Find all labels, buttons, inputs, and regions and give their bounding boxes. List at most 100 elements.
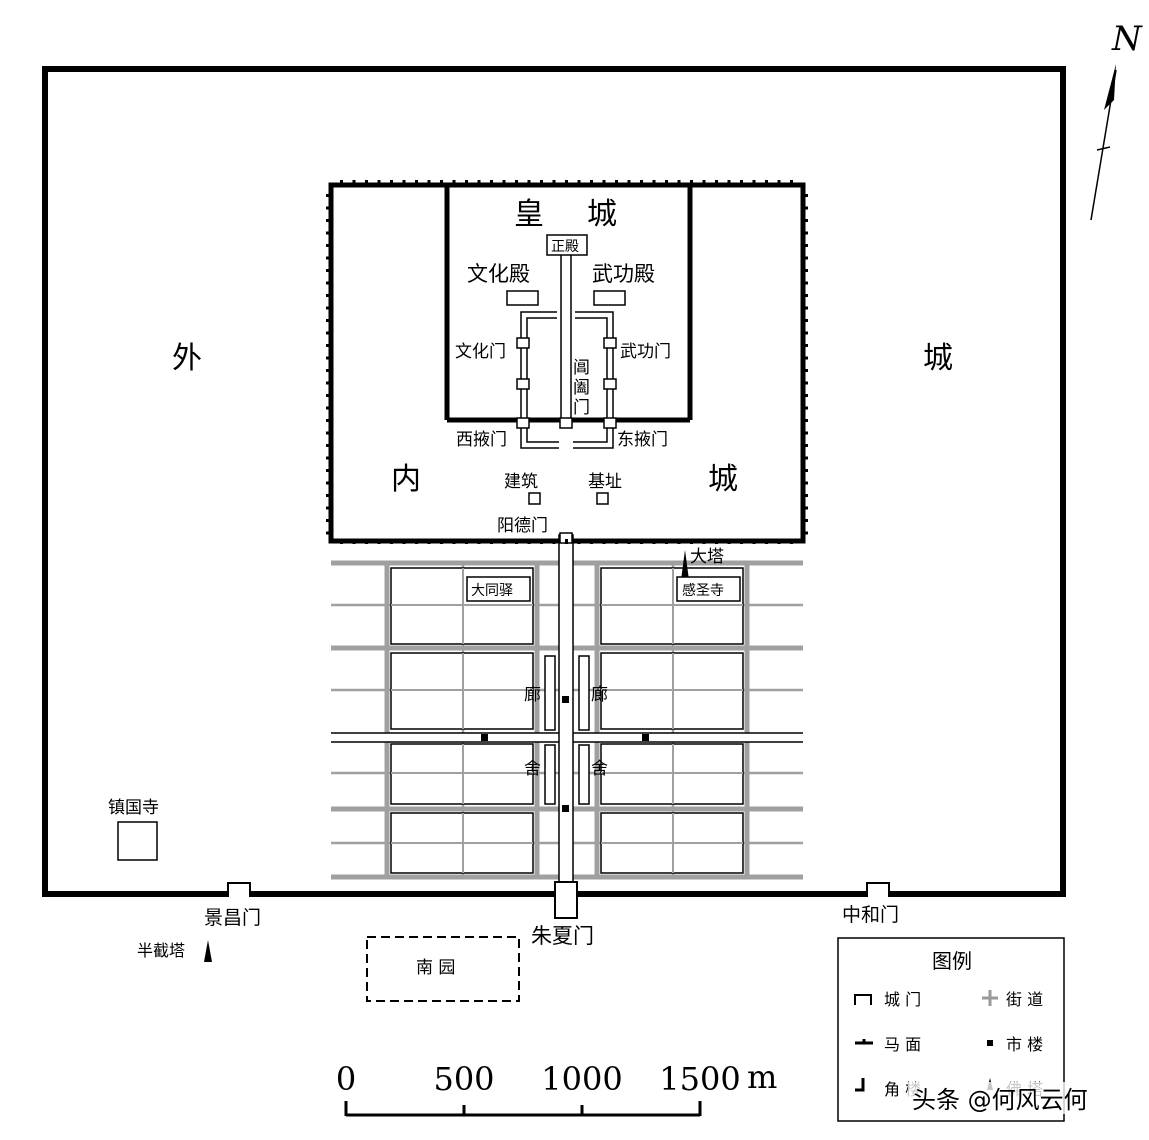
mamian-mark (502, 539, 506, 544)
mamian-mark (326, 494, 330, 497)
scale-tick-0: 0 (336, 1060, 356, 1098)
mamian-mark (690, 539, 693, 544)
mamian-mark (326, 531, 330, 535)
mamian-mark (803, 306, 808, 310)
mamian-mark (677, 180, 681, 184)
legend-gate: 城 门 (884, 990, 921, 1009)
changhe-gate-char-3: 门 (573, 398, 590, 418)
mamian-mark (326, 406, 330, 410)
mamian-mark (803, 469, 808, 472)
mamian-mark (326, 419, 330, 422)
mamian-mark (765, 180, 768, 184)
main-hall-label: 正殿 (551, 239, 579, 255)
outer-label-left: 外 (172, 341, 202, 376)
mamian-mark (790, 539, 793, 544)
mamian-mark (803, 281, 808, 285)
outer-south-gates (227, 881, 890, 919)
mamian-mark (602, 539, 606, 544)
main-hall-box (546, 234, 588, 256)
mamian-mark (803, 356, 808, 360)
mamian-mark (390, 539, 393, 544)
mamian-mark (377, 180, 381, 184)
mamian-mark (326, 244, 330, 247)
mamian-mark (577, 180, 581, 184)
central-avenue (544, 534, 590, 891)
mamian-mark (326, 231, 330, 235)
block-divisions (391, 568, 743, 873)
legend-title: 图例 (932, 949, 972, 973)
inner-label-left: 内 (391, 462, 421, 497)
mamian-mark (803, 219, 808, 222)
pagoda-icons (204, 550, 689, 962)
scale-unit: m (747, 1058, 777, 1096)
imperial-city-wall (444, 182, 693, 420)
lodge-label-west: 舍 (524, 759, 541, 779)
mamian-mark (326, 506, 330, 510)
zhenguo-temple-box (117, 821, 158, 861)
nanyuan-label: 南 园 (416, 958, 455, 978)
mamian-mark (415, 539, 418, 544)
mamian-mark (540, 180, 543, 184)
mamian-mark (552, 180, 556, 184)
watermark-bg (908, 1082, 1120, 1114)
mamian-mark (515, 539, 518, 544)
mamian-mark (477, 539, 481, 544)
mamian-mark (665, 539, 668, 544)
mamian-mark (427, 539, 431, 544)
mamian-mark (803, 331, 808, 335)
mamian-mark (727, 539, 731, 544)
mamian-mark (326, 519, 330, 522)
mamian-mark (465, 180, 468, 184)
mamian-mark (803, 319, 808, 322)
mamian-mark (803, 419, 808, 422)
scale-tick-1000: 1000 (541, 1060, 622, 1098)
mamian-mark (477, 180, 481, 184)
mamian-mark (326, 281, 330, 285)
gansheng-temple-label: 感圣寺 (682, 582, 724, 599)
mamian-mark (452, 539, 456, 544)
mamian-mark (803, 206, 808, 210)
wugong-gate-label: 武功门 (620, 342, 671, 362)
north-label: N (1111, 19, 1143, 59)
palace-complex (506, 253, 626, 544)
mamian-mark (326, 356, 330, 360)
mamian-mark (803, 194, 808, 197)
mamian-mark (803, 431, 808, 435)
mamian-mark (490, 539, 493, 544)
corridor-west-2 (544, 744, 556, 805)
mamian-mark (326, 294, 330, 297)
mamian-mark (777, 180, 781, 184)
mamian-mark (402, 180, 406, 184)
mamian-mark (465, 539, 468, 544)
mamian-mark (677, 539, 681, 544)
mamian-mark (702, 539, 706, 544)
mamian-mark (326, 456, 330, 460)
corridor-east-2 (578, 744, 590, 805)
legend-mamian: 马 面 (884, 1035, 921, 1054)
mamian-mark (390, 180, 393, 184)
mamian-mark (326, 319, 330, 322)
mamian-mark (515, 180, 518, 184)
mamian-mark (602, 180, 606, 184)
xiye-gate-label: 西掖门 (456, 430, 507, 450)
inner-label-right: 城 (708, 462, 738, 497)
banjie-pagoda-label: 半截塔 (137, 941, 185, 960)
mamian-mark (565, 180, 568, 184)
mamian-mark (803, 244, 808, 247)
mamian-mark (690, 180, 693, 184)
mamian-mark (590, 180, 593, 184)
jianzhu-label: 建筑 (504, 472, 538, 492)
mamian-mark (365, 539, 368, 544)
mamian-mark (715, 539, 718, 544)
imperial-label-a: 皇 (514, 197, 544, 232)
mamian-mark (803, 294, 808, 297)
jingchang-gate-label: 景昌门 (204, 907, 261, 929)
mamian-mark (765, 539, 768, 544)
mamian-mark (326, 256, 330, 260)
legend-symbols (854, 990, 998, 1092)
mamian-mark (326, 444, 330, 447)
mamian-mark (665, 180, 668, 184)
wenhua-hall-label: 文化殿 (467, 262, 530, 286)
mamian-mark (752, 180, 756, 184)
mamian-mark (340, 180, 343, 184)
